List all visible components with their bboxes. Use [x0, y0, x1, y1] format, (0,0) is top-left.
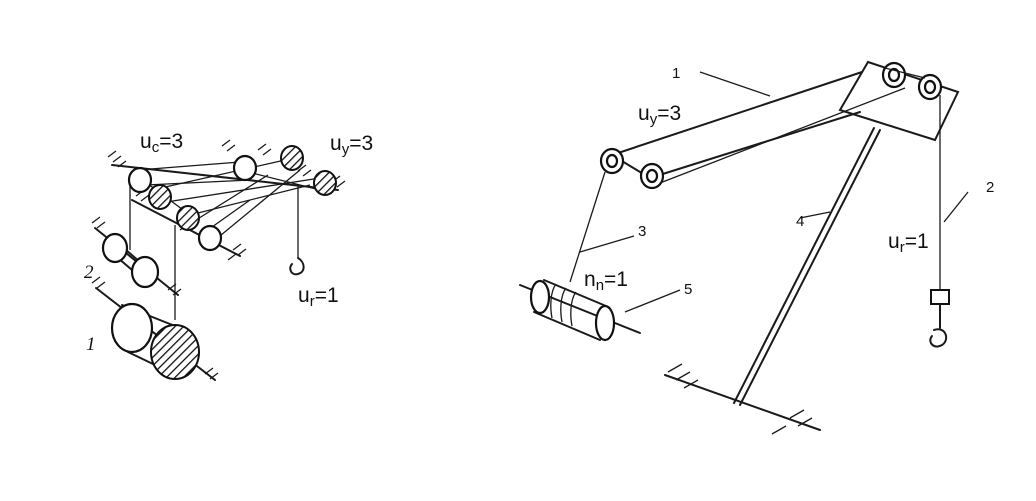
part-label-2-left: 2 [84, 262, 94, 283]
part-label-2-right: 2 [986, 179, 994, 196]
right-ropes [569, 67, 941, 290]
head-pulley-2-hub [923, 79, 937, 95]
left-drum-2 [101, 232, 160, 289]
label-nn: nn=1 [584, 268, 628, 294]
leader-lines [579, 71, 969, 313]
label-uy-right: uy=3 [638, 102, 681, 128]
part-label-1-right: 1 [672, 65, 680, 82]
left-pulleys [127, 145, 337, 252]
pulley-hatched-4 [313, 170, 337, 196]
pulley-hatched-3 [280, 145, 304, 171]
head-pulley-1-hub [887, 67, 901, 83]
pulley-hatched-1 [148, 184, 172, 210]
label-ur-left: ur=1 [298, 284, 339, 310]
pulley-white-3 [232, 154, 258, 182]
winch-drum-5 [519, 279, 641, 342]
boom-pulley-1-hub [605, 153, 619, 169]
part-label-1-left: 1 [86, 334, 96, 355]
left-scheme: uc=3 uy=3 ur=1 2 1 [84, 130, 373, 381]
boom-pulley-2-hub [645, 168, 659, 184]
right-hook-icon [929, 289, 950, 348]
right-scheme: 1 uy=3 3 4 2 ur=1 nn=1 5 [519, 60, 994, 435]
label-uy-left: uy=3 [330, 132, 373, 158]
pulley-white-1 [127, 166, 153, 194]
label-ur-right: ur=1 [888, 230, 929, 256]
mast [664, 127, 881, 435]
pulley-hatched-2 [176, 205, 200, 231]
pulley-white-2 [197, 224, 223, 252]
boom-head-plate [838, 60, 960, 142]
part-label-3-right: 3 [638, 223, 646, 240]
label-uc: uc=3 [140, 130, 183, 156]
left-hook-icon [289, 257, 305, 276]
left-drum-1 [110, 302, 200, 380]
part-label-4-right: 4 [796, 213, 804, 230]
part-label-5-right: 5 [684, 281, 692, 298]
